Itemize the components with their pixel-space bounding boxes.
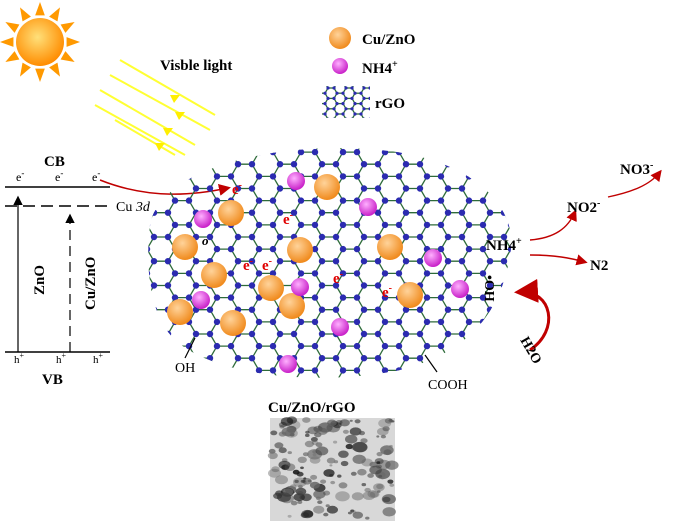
nh4-particle <box>194 210 212 228</box>
cuzno-particle <box>258 275 284 301</box>
legend-cuzno-label: Cu/ZnO <box>362 32 415 48</box>
light-label: Visble light <box>160 58 232 74</box>
cb-electron-1: e- <box>16 168 24 184</box>
band-diagram: CB e- e- e- Cu 3d h+ h+ h+ VB ZnO Cu/ZnO <box>5 154 151 388</box>
nh4-particle <box>192 291 210 309</box>
nh4-edge-label: NH4+ <box>486 236 522 254</box>
nh4-particle <box>291 278 309 296</box>
cb-label: CB <box>44 154 65 170</box>
electron-transfer-arrow <box>99 179 231 196</box>
no2-label: NO2- <box>567 198 600 216</box>
no2-arrow <box>529 209 577 241</box>
cuzno-particle <box>397 282 423 308</box>
no3-arrow <box>607 169 662 198</box>
particles <box>167 172 469 373</box>
cu3d-label: Cu 3d <box>116 200 151 215</box>
legend: Cu/ZnO NH4+ rGO <box>322 27 415 118</box>
vb-hole-2: h+ <box>56 351 67 366</box>
cuzno-particle <box>172 234 198 260</box>
legend-nh4-label: NH4+ <box>362 59 398 77</box>
cuzno-particle <box>314 174 340 200</box>
tem-image <box>267 416 399 521</box>
vb-hole-3: h+ <box>93 351 104 366</box>
cuzno-particle <box>220 310 246 336</box>
hydroxyl-radical-label: •OH <box>481 275 496 302</box>
light-rays <box>94 59 216 156</box>
n2-label: N2 <box>590 258 608 274</box>
sheet-electron: e- <box>232 180 242 198</box>
rgo-sheet <box>148 148 512 378</box>
n2-arrow <box>529 254 588 266</box>
nh4-particle <box>279 355 297 373</box>
legend-rgo-label: rGO <box>375 96 405 112</box>
sheet-electrons: e- e- e- e- e- e- <box>232 180 392 301</box>
cuzno-particle <box>377 234 403 260</box>
cuzno-particle <box>201 262 227 288</box>
sheet-electron: e- <box>382 283 392 301</box>
h2o-arrow <box>514 278 551 352</box>
oh-group-label: OH <box>175 361 195 376</box>
cuzno-particle <box>279 293 305 319</box>
legend-cuzno-swatch <box>329 27 351 49</box>
oxygen-label: o <box>202 233 209 248</box>
cuzno-particle <box>167 299 193 325</box>
nh4-particle <box>424 249 442 267</box>
cooh-group-label: COOH <box>428 378 468 393</box>
legend-nh4-swatch <box>332 58 348 74</box>
legend-rgo-swatch <box>322 86 370 118</box>
cuzno-particle <box>218 200 244 226</box>
cuzno-axis-label: Cu/ZnO <box>83 257 99 310</box>
sheet-electron: e- <box>283 210 293 228</box>
cb-electron-2: e- <box>55 168 63 184</box>
cuzno-particle <box>287 237 313 263</box>
nh4-particle <box>451 280 469 298</box>
cb-electron-3: e- <box>92 168 100 184</box>
sheet-electron: e- <box>262 256 272 274</box>
nh4-particle <box>287 172 305 190</box>
nh4-particle <box>331 318 349 336</box>
nh4-particle <box>359 198 377 216</box>
no3-label: NO3- <box>620 160 653 178</box>
zno-axis-label: ZnO <box>32 265 48 295</box>
vb-label: VB <box>42 372 63 388</box>
tem-label: Cu/ZnO/rGO <box>268 400 356 416</box>
sheet-electron: e- <box>333 269 343 287</box>
sun-icon <box>0 2 80 82</box>
sheet-electron: e- <box>243 256 253 274</box>
vb-hole-1: h+ <box>14 351 25 366</box>
